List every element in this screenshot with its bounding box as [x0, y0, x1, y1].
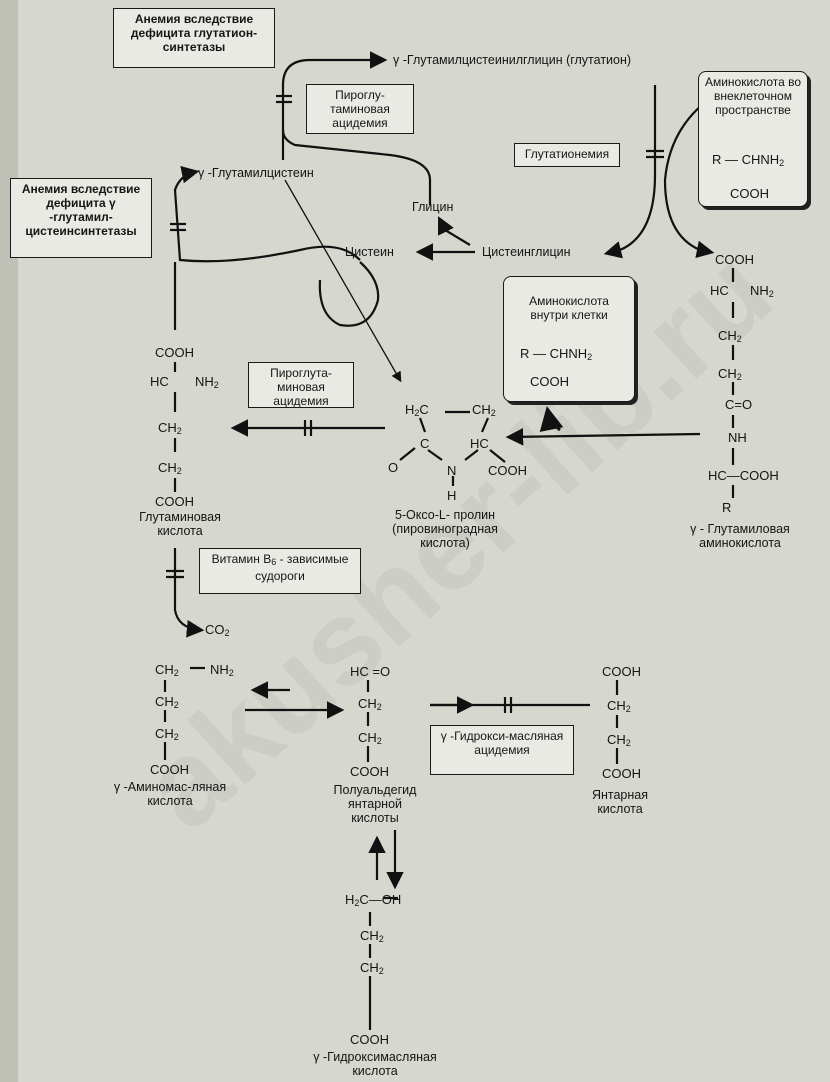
gaba-nh2: NH2 — [210, 662, 234, 678]
glutathione-label: γ -Глутамилцистеинилглицин (глутатион) — [393, 53, 632, 67]
oxoproline-label: 5-Оксо-L- пролин (пировиноградная кислот… — [392, 508, 498, 550]
formula-r-chnh2-int: R — CHNH2 — [520, 346, 593, 362]
gaba-ch2-3: CH2 — [155, 726, 179, 742]
ghb-label: γ -Гидроксимасляная кислота — [313, 1050, 437, 1078]
ghb-ch2-2: CH2 — [360, 960, 384, 976]
pyroglu-mid-box: Пироглута-миновая ацидемия — [248, 362, 354, 408]
gaba-label: γ -Аминомас-ляная кислота — [113, 780, 227, 808]
oxo-ch2: CH2 — [472, 402, 496, 418]
glu-ch2-2: CH2 — [158, 460, 182, 476]
oxo-h2c: H2C — [405, 402, 429, 418]
succinic-acid-label: Янтарная кислота — [591, 788, 649, 816]
ggaa-nh: NH — [728, 430, 747, 445]
gamma-glu-cys-label: γ -Глутамилцистеин — [198, 166, 314, 180]
ggaa-r: R — [722, 500, 732, 515]
oxo-hc: HC — [470, 436, 489, 451]
ghb-acidemia-box: γ -Гидрокси-масляная ацидемия — [430, 725, 574, 775]
gamma-glutamyl-aa-label: γ - Глутамиловая аминокислота — [690, 522, 790, 550]
glutathionemia-box: Глутатионемия — [514, 143, 620, 167]
oxo-o: O — [388, 460, 399, 475]
glu-hc: HC — [150, 374, 169, 389]
cysteine-label: Цистеин — [345, 245, 394, 259]
glu-cooh-bottom: COOH — [155, 494, 194, 509]
aa-intracellular-label: Аминокислота внутри клетки — [529, 294, 609, 322]
formula-cooh-int: COOH — [530, 374, 569, 389]
suc-ch2-1: CH2 — [607, 698, 631, 714]
b6-seizures-box: Витамин B6 - зависимые судороги — [199, 548, 361, 594]
aa-intracellular-box: Аминокислота внутри клетки — [503, 276, 635, 402]
ssa-ch2-1: CH2 — [358, 696, 382, 712]
glu-nh2: NH2 — [195, 374, 219, 390]
ssa-cooh: COOH — [350, 764, 389, 779]
ghb-h2c-oh: H2C—OH — [345, 892, 402, 908]
gaba-ch2-nh2-ch2: CH2 — [155, 662, 179, 678]
suc-ch2-2: CH2 — [607, 732, 631, 748]
ghb-ch2-1: CH2 — [360, 928, 384, 944]
ggaa-hc-cooh: HC—COOH — [708, 468, 779, 483]
formula-r-chnh2-ext: R — CHNH2 — [712, 152, 785, 168]
aa-extracellular-box: Аминокислота во внеклеточном пространств… — [698, 71, 808, 207]
ssa-ch2-2: CH2 — [358, 730, 382, 746]
ggaa-hc: HC — [710, 283, 729, 298]
co2-label: CO2 — [205, 622, 230, 639]
oxo-n: N — [447, 463, 457, 478]
ggaa-ch2-1: CH2 — [718, 328, 742, 344]
succinic-semialdehyde-label: Полуальдегид янтарной кислоты — [333, 783, 417, 825]
formula-cooh-ext: COOH — [730, 186, 769, 201]
pyroglu-top-box: Пироглу-таминовая ацидемия — [306, 84, 414, 134]
ggaa-cooh: COOH — [715, 252, 754, 267]
ggaa-ch2-2: CH2 — [718, 366, 742, 382]
glu-ch2-1: CH2 — [158, 420, 182, 436]
gaba-ch2-2: CH2 — [155, 694, 179, 710]
gs-deficiency-box: Анемия вследствие дефицита глутатион-син… — [113, 8, 275, 68]
ssa-hco: HC =O — [350, 664, 391, 679]
oxo-cooh: COOH — [488, 463, 527, 478]
glycine-label: Глицин — [412, 200, 454, 214]
ggaa-co: C=O — [725, 397, 753, 412]
glu-cooh-top: COOH — [155, 345, 194, 360]
ghb-cooh: COOH — [350, 1032, 389, 1047]
suc-cooh-bottom: COOH — [602, 766, 641, 781]
oxo-h: H — [447, 488, 457, 503]
gammacys-deficiency-box: Анемия вследствие дефицита γ -глутамил-ц… — [10, 178, 152, 258]
cysteinylglycine-label: Цистеинглицин — [482, 245, 571, 259]
glutamic-acid-label: Глутаминовая кислота — [139, 510, 221, 538]
suc-cooh-top: COOH — [602, 664, 641, 679]
ggaa-nh2: NH2 — [750, 283, 774, 299]
aa-extracellular-label: Аминокислота во внеклеточном пространств… — [704, 75, 802, 117]
gaba-cooh: COOH — [150, 762, 189, 777]
oxo-c: C — [420, 436, 430, 451]
